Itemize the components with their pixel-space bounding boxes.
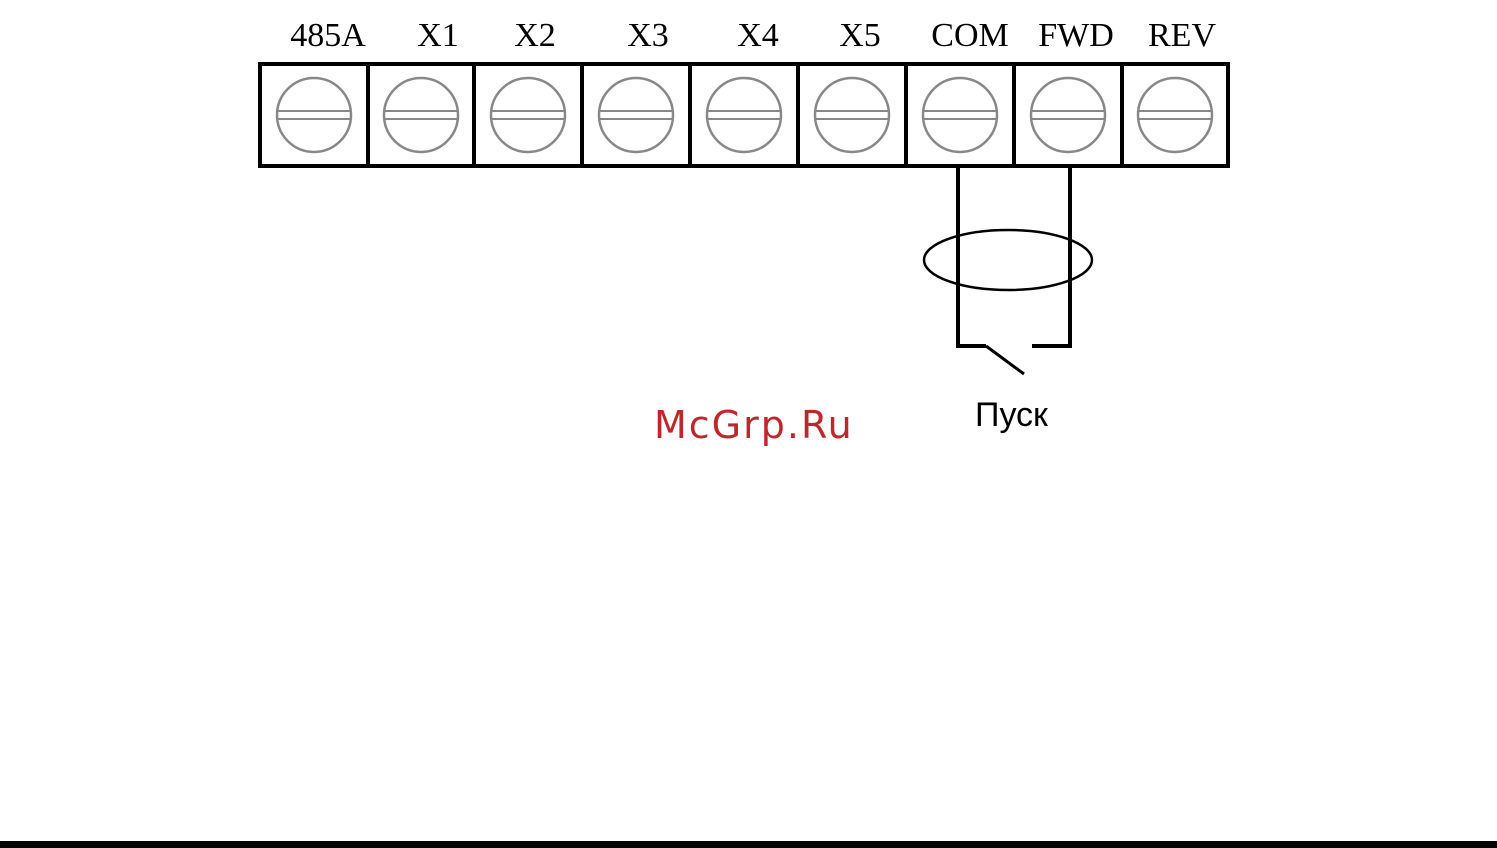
terminal-label-x4: X4 — [737, 17, 779, 54]
screw-head — [923, 78, 997, 152]
terminal-labels: 485A X1 X2 X3 X4 X5 COM FWD REV — [290, 17, 1216, 54]
screw-head — [815, 78, 889, 152]
screw-head — [277, 78, 351, 152]
screw-icon-x1 — [384, 78, 458, 152]
terminal-label-x3: X3 — [627, 17, 669, 54]
screw-icon-x5 — [815, 78, 889, 152]
terminal-label-fwd: FWD — [1038, 17, 1114, 54]
screw-icon-485a — [277, 78, 351, 152]
terminal-label-rev: REV — [1148, 17, 1216, 54]
watermark-text: McGrp.Ru — [654, 403, 854, 447]
screw-icon-x3 — [599, 78, 673, 152]
screw-icon-fwd — [1031, 78, 1105, 152]
switch-label: Пуск — [975, 396, 1049, 434]
screw-head — [491, 78, 565, 152]
terminal-label-x5: X5 — [839, 17, 881, 54]
terminal-label-com: COM — [931, 17, 1008, 54]
screw-icon-x4 — [707, 78, 781, 152]
screw-icon-rev — [1138, 78, 1212, 152]
terminal-screws — [277, 78, 1212, 152]
screw-head — [599, 78, 673, 152]
terminal-label-x1: X1 — [417, 17, 459, 54]
twisted-pair-marker — [924, 230, 1092, 290]
screw-head — [384, 78, 458, 152]
bottom-rule — [0, 841, 1497, 848]
start-switch-wiring: Пуск — [924, 166, 1092, 434]
screw-head — [1138, 78, 1212, 152]
terminal-label-485a: 485A — [290, 17, 366, 54]
screw-icon-x2 — [491, 78, 565, 152]
screw-head — [707, 78, 781, 152]
screw-head — [1031, 78, 1105, 152]
terminal-label-x2: X2 — [514, 17, 556, 54]
screw-icon-com — [923, 78, 997, 152]
terminal-block: 485A X1 X2 X3 X4 X5 COM FWD REV — [260, 17, 1228, 166]
switch-blade — [986, 346, 1024, 374]
